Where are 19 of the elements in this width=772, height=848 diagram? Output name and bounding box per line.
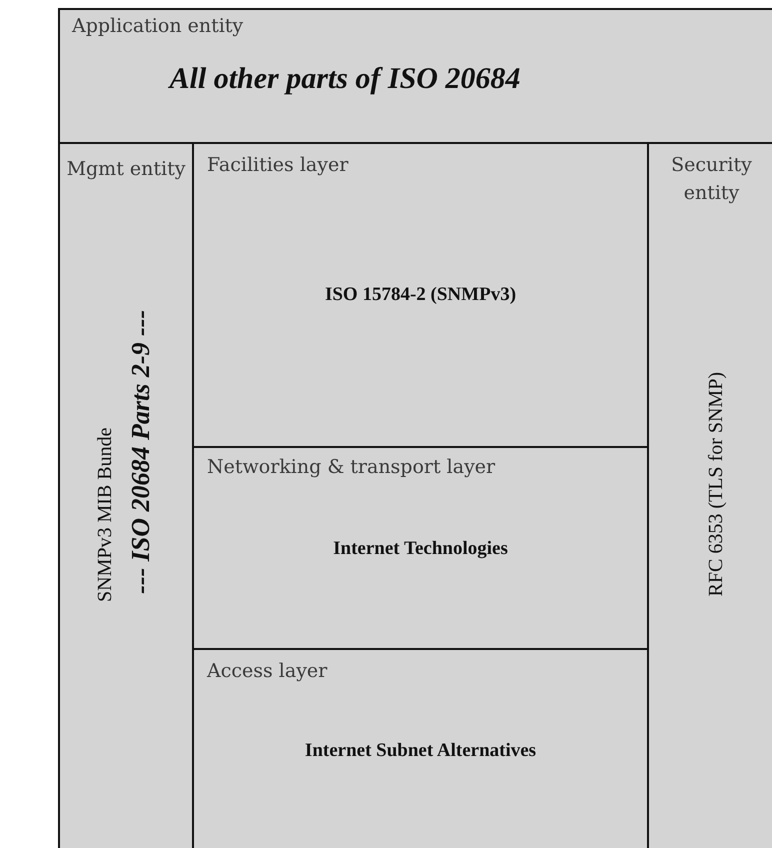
technology-label: Internet Technologies xyxy=(332,538,509,560)
entity-box xyxy=(58,8,772,144)
technology-label: Internet Subnet Alternatives xyxy=(304,740,538,762)
mib-bundle-label: SNMPv3 MIB Bunde xyxy=(94,426,117,602)
layer-heading: Networking & transport layer xyxy=(207,456,496,478)
standard-title: All other parts of ISO 20684 xyxy=(167,62,522,96)
layer-heading: Access layer xyxy=(207,660,328,682)
layer-box xyxy=(192,142,649,448)
layer-heading: Facilities layer xyxy=(207,154,348,176)
entity-box xyxy=(58,142,194,848)
security-label: RFC 6353 (TLS for SNMP) xyxy=(705,372,728,596)
standard-title: --- ISO 20684 Parts 2-9 --- xyxy=(126,310,156,594)
entity-heading: Mgmt entity xyxy=(66,157,186,182)
standard-label: ISO 15784-2 (SNMPv3) xyxy=(324,284,518,306)
layer-heading: Application entity xyxy=(72,15,244,37)
entity-box xyxy=(647,142,772,848)
layer-box xyxy=(192,446,649,650)
entity-heading: Security entity xyxy=(670,153,753,206)
layer-box xyxy=(192,648,649,848)
